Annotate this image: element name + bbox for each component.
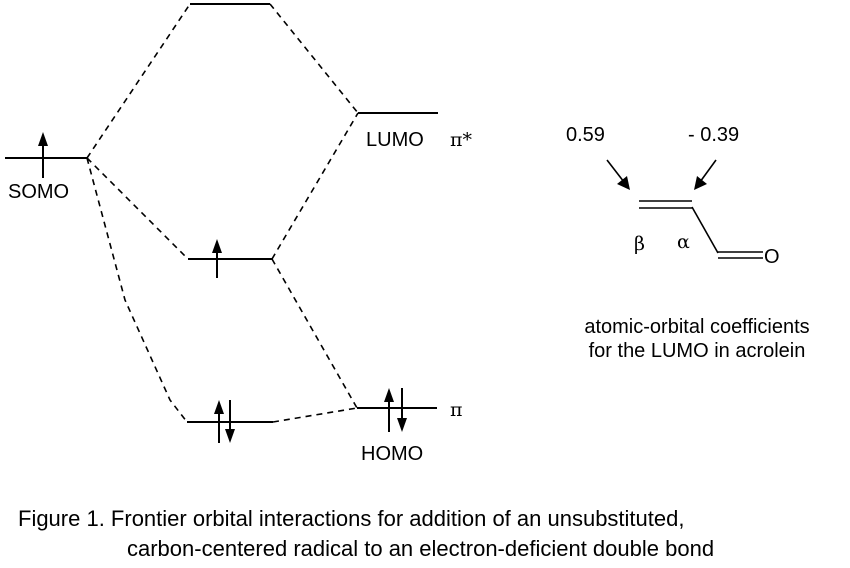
- somo-label: SOMO: [8, 181, 69, 203]
- pi-star-label: π*: [450, 129, 472, 151]
- correlation-lines: [86, 3, 359, 423]
- lower-electron-up-arrow-icon: [214, 400, 224, 443]
- alpha-coefficient: - 0.39: [688, 124, 739, 146]
- beta-carbon-label: β: [634, 233, 645, 255]
- homo-electron-up-arrow-icon: [384, 388, 394, 432]
- beta-coefficient: 0.59: [566, 124, 605, 146]
- alpha-pointer-arrow-icon: [694, 159, 717, 190]
- pi-label: π: [450, 399, 463, 421]
- lumo-to-antibonding-line: [269, 3, 359, 114]
- cc-single-bond: [691, 206, 719, 254]
- lower-to-homo-line: [272, 407, 358, 423]
- acrolein-structure: 0.59 - 0.39 O β α atomic-orbital coeffic…: [566, 124, 810, 362]
- acrolein-caption-line1: atomic-orbital coefficients: [584, 316, 809, 338]
- somo-to-antibonding-line: [86, 3, 191, 159]
- somo-to-middle-line: [86, 157, 189, 260]
- middle-electron-up-arrow-icon: [212, 239, 222, 278]
- homo-label: HOMO: [361, 443, 423, 465]
- oxygen-atom-label: O: [764, 246, 780, 268]
- homo-electron-down-arrow-icon: [397, 388, 407, 432]
- beta-pointer-arrow-icon: [606, 159, 630, 190]
- figure-caption-line1: Figure 1. Frontier orbital interactions …: [18, 506, 684, 531]
- middle-to-homo-line: [271, 258, 358, 409]
- acrolein-caption-line2: for the LUMO in acrolein: [589, 340, 806, 362]
- somo-to-lower-line: [86, 157, 188, 423]
- figure-caption-line2: carbon-centered radical to an electron-d…: [127, 536, 714, 561]
- alpha-carbon-label: α: [677, 231, 690, 253]
- middle-to-lumo-line: [271, 112, 359, 260]
- lower-electron-down-arrow-icon: [225, 400, 235, 443]
- somo-electron-up-arrow-icon: [38, 132, 48, 178]
- lumo-label: LUMO: [366, 129, 424, 151]
